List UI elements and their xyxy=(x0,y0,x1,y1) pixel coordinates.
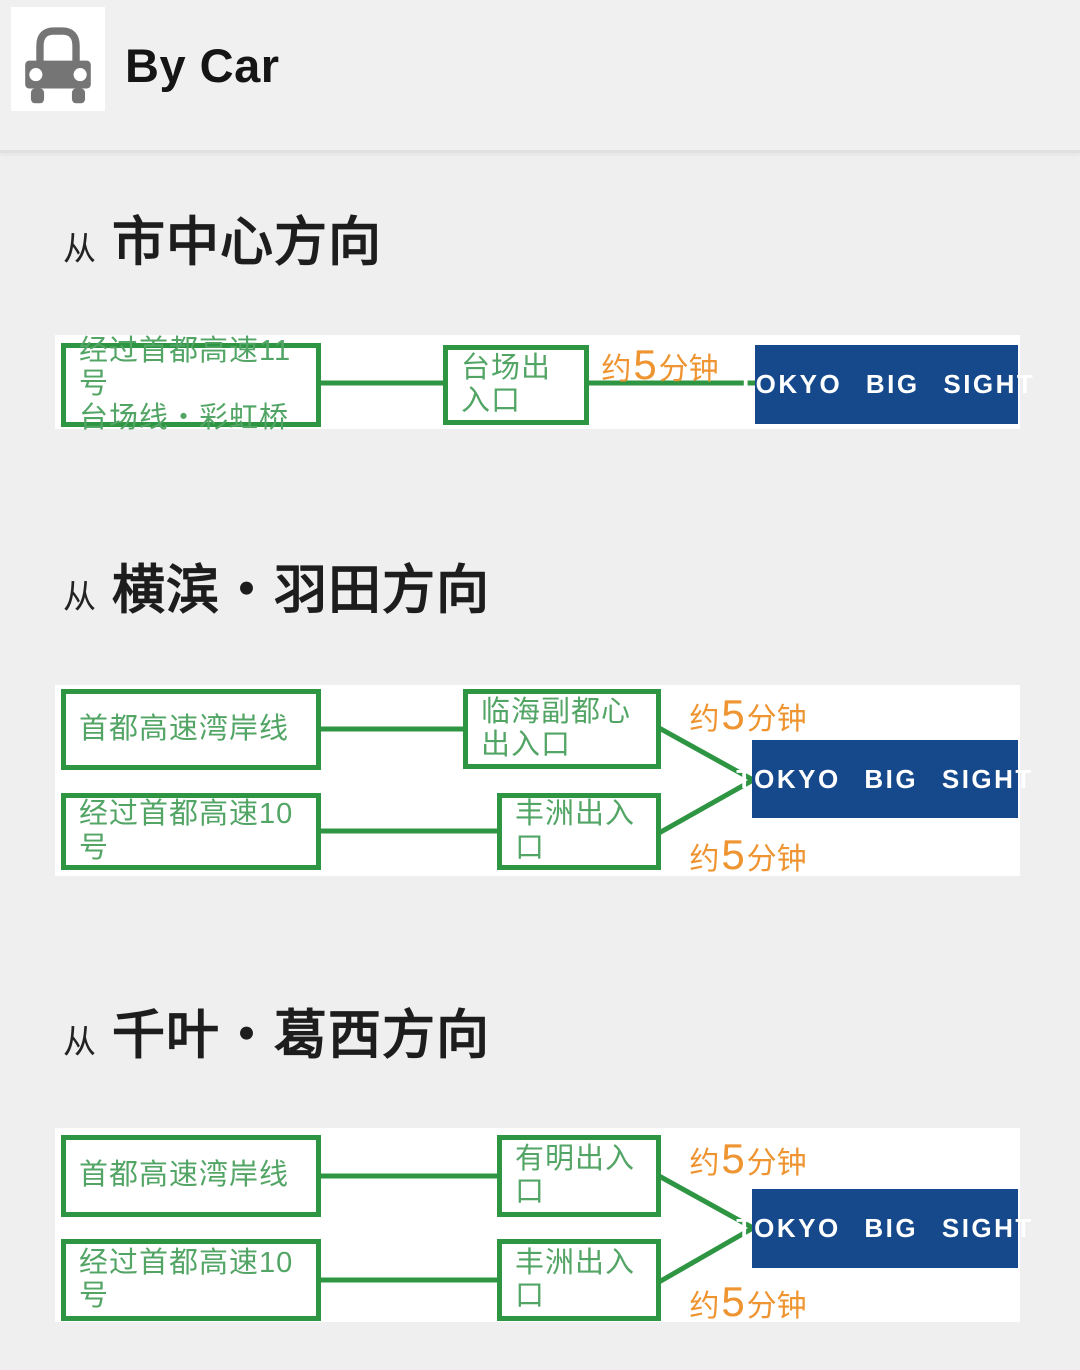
section-heading-city-center: 从 市中心方向 xyxy=(63,200,382,276)
destination-label: TOKYO BIG SIGHT xyxy=(736,1213,1034,1243)
heading-title: 市中心方向 xyxy=(112,213,382,272)
heading-prefix: 从 xyxy=(63,230,96,267)
heading-prefix: 从 xyxy=(63,1023,96,1060)
time-prefix: 约 xyxy=(689,843,720,876)
route-exit-box: 台场出入口 xyxy=(443,345,589,425)
time-value: 5 xyxy=(633,341,657,388)
destination-label: TOKYO BIG SIGHT xyxy=(736,763,1034,794)
route-exit-line: 有明出入口 xyxy=(515,1142,636,1208)
heading-title: 横滨・羽田方向 xyxy=(112,561,490,620)
heading-title: 千叶・葛西方向 xyxy=(112,1006,490,1065)
route-from-box: 经过首都高速11号 台场线・彩虹桥 xyxy=(61,335,321,434)
time-prefix: 约 xyxy=(689,1290,720,1323)
time-unit: 分钟 xyxy=(746,1290,807,1323)
time-value: 5 xyxy=(721,1135,745,1182)
time-value: 5 xyxy=(721,1278,745,1325)
route-from-box: 首都高速湾岸线 xyxy=(61,689,321,770)
route-exit-line: 临海副都心 xyxy=(481,695,632,728)
route-exit-line: 台场出入口 xyxy=(461,351,552,417)
route-exit-line: 丰洲出入口 xyxy=(515,1246,636,1312)
route-exit-box: 临海副都心 出入口 xyxy=(463,689,661,769)
route-exit-box: 丰洲出入口 xyxy=(497,793,661,870)
route-from-box: 经过首都高速10号 xyxy=(61,1239,321,1321)
time-prefix: 约 xyxy=(601,353,632,386)
route-from-line: 经过首都高速10号 xyxy=(79,1246,294,1312)
time-prefix: 约 xyxy=(689,703,720,736)
route-from-box: 经过首都高速10号 xyxy=(61,793,321,870)
connector-lines xyxy=(314,725,757,837)
section-heading-chiba-kasai: 从 千叶・葛西方向 xyxy=(63,993,490,1069)
route-exit-line: 出入口 xyxy=(481,729,572,761)
section-heading-yokohama-haneda: 从 横滨・羽田方向 xyxy=(63,548,490,624)
car-icon xyxy=(11,7,105,111)
heading-prefix: 从 xyxy=(63,578,96,615)
route-from-line: 首都高速湾岸线 xyxy=(79,712,290,745)
time-value: 5 xyxy=(721,831,745,878)
route-exit-box: 丰洲出入口 xyxy=(497,1239,661,1321)
route-exit-box: 有明出入口 xyxy=(497,1135,661,1217)
destination-label: TOKYO BIG SIGHT xyxy=(737,369,1036,399)
page-title: By Car xyxy=(125,38,280,92)
time-value: 5 xyxy=(721,691,745,738)
time-unit: 分钟 xyxy=(746,843,807,876)
time-unit: 分钟 xyxy=(746,1147,807,1180)
page-header: By Car xyxy=(0,0,1080,150)
route-from-line: 首都高速湾岸线 xyxy=(79,1159,290,1192)
header-divider xyxy=(0,150,1080,153)
route-exit-line: 丰洲出入口 xyxy=(515,798,636,864)
connector-lines xyxy=(314,380,760,386)
route-from-line: 经过首都高速10号 xyxy=(79,798,294,864)
destination-box: TOKYO BIG SIGHT xyxy=(736,1189,1031,1268)
time-unit: 分钟 xyxy=(658,353,719,386)
connector-lines xyxy=(314,1172,757,1286)
destination-box: TOKYO BIG SIGHT xyxy=(738,345,1033,424)
route-from-line: 经过首都高速11号 xyxy=(79,334,292,401)
destination-box: TOKYO BIG SIGHT xyxy=(736,740,1031,818)
route-from-box: 首都高速湾岸线 xyxy=(61,1135,321,1217)
time-unit: 分钟 xyxy=(746,703,807,736)
route-from-line: 台场线・彩虹桥 xyxy=(79,401,290,434)
time-prefix: 约 xyxy=(689,1147,720,1180)
